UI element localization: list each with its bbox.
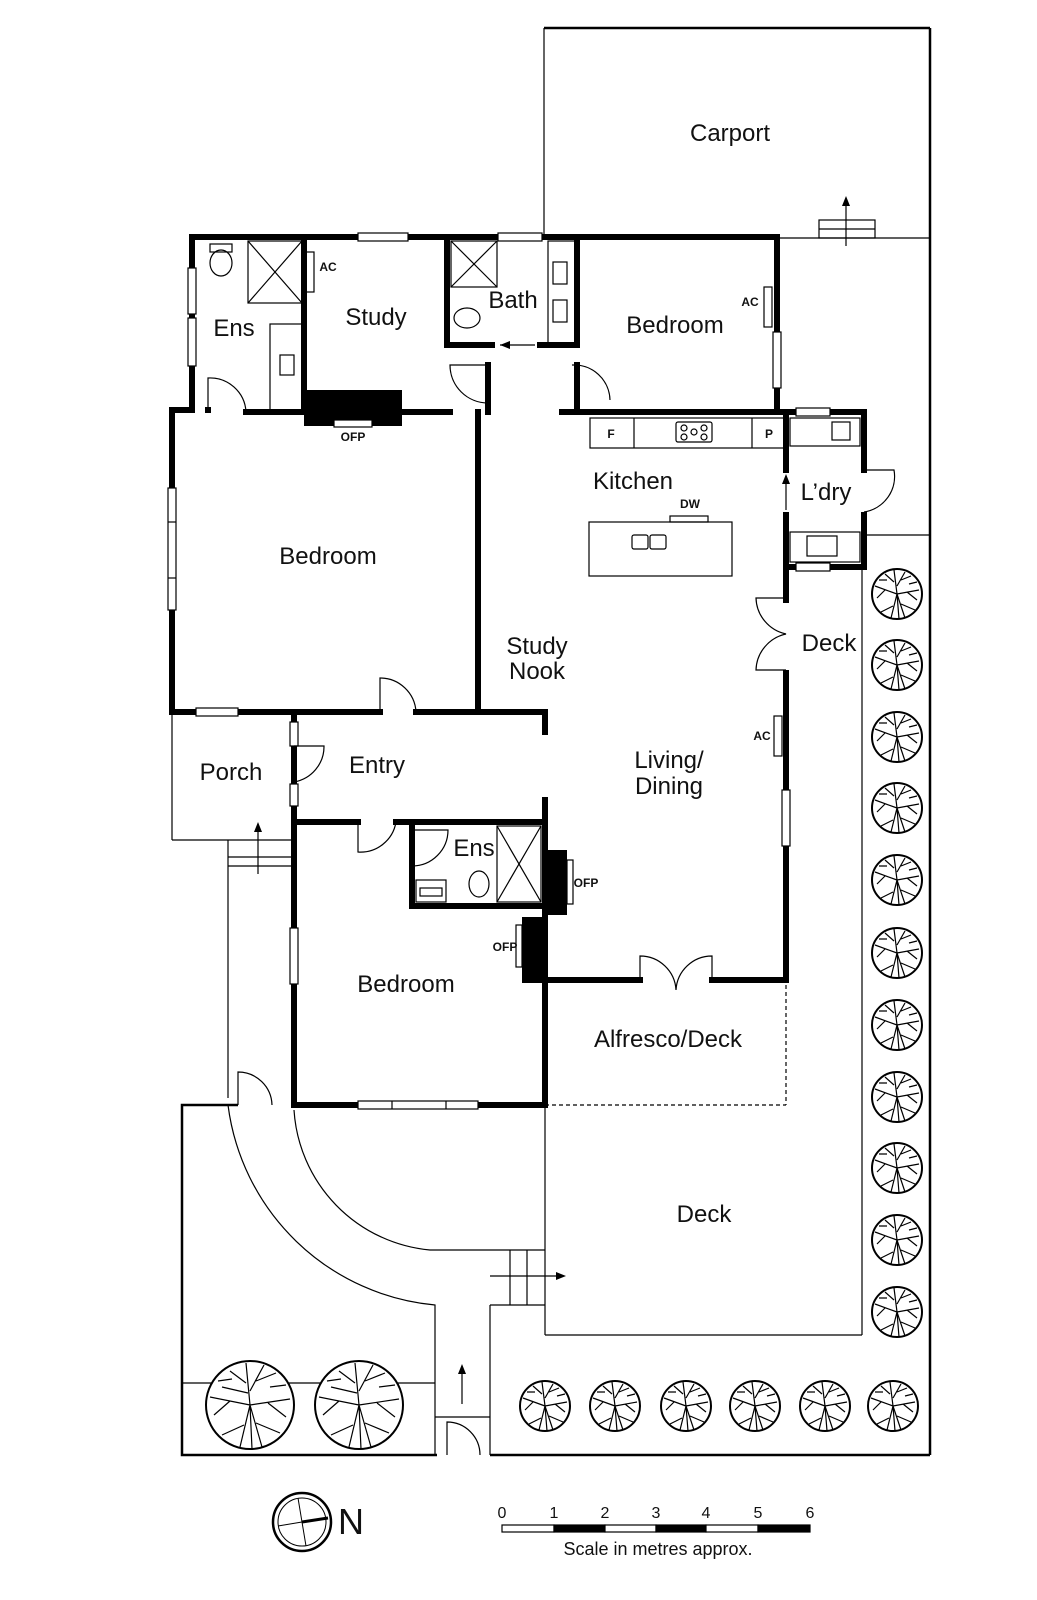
tree-icon [314,1360,404,1450]
label-porch: Porch [200,759,263,786]
landscaping-trees [205,568,923,1450]
bath-vanity [547,240,577,346]
scale-tick-0: 0 [498,1505,507,1522]
tree-icon [589,1380,641,1432]
tree-icon [871,854,923,906]
label-study-nook-2: Nook [509,658,566,685]
ac-unit [305,251,315,293]
tree-icon [871,639,923,691]
tree-icon [205,1360,295,1450]
label-ensuite-top: Ens [213,315,254,342]
label-kitchen: Kitchen [593,468,673,495]
site-outlines [171,534,930,1457]
toilet-icon [209,249,233,277]
label-carport: Carport [690,120,770,147]
vanity [269,323,305,411]
tree-icon [799,1380,851,1432]
label-pantry: P [765,427,773,441]
shower-ensuite-bottom [496,825,542,903]
tree-icon [660,1380,712,1432]
label-laundry: L’dry [801,479,852,506]
kitchen-bench [589,417,786,449]
scale-tick-1: 1 [550,1505,559,1522]
fixture-labels: AC AC AC OFP OFP OFP F P DW [319,260,773,954]
label-ensuite-bottom: Ens [453,835,494,862]
scale-tick-4: 4 [702,1505,711,1522]
label-bedroom-bottom: Bedroom [357,971,454,998]
laundry-tub [806,535,838,557]
tree-icon [871,1071,923,1123]
compass: N [271,1491,364,1553]
label-ac-bedroom: AC [741,295,759,309]
tree-icon [871,1286,923,1338]
fixtures [209,240,861,903]
tree-icon [871,782,923,834]
tree-icon [871,999,923,1051]
scale-bar: 0 1 2 3 4 5 6 Scale in metres approx. [498,1505,815,1559]
tree-icon [729,1380,781,1432]
dishwasher [669,515,709,523]
label-ofp-main-bedroom: OFP [341,430,366,444]
label-living-1: Living/ [634,747,704,774]
label-entry: Entry [349,752,405,779]
label-fridge: F [607,427,614,441]
label-bedroom-main: Bedroom [279,543,376,570]
tree-icon [871,1214,923,1266]
label-deck-rear: Deck [677,1201,733,1228]
label-ac-study: AC [319,260,337,274]
ac-unit [773,715,783,757]
label-ofp-bottom-bedroom: OFP [493,940,518,954]
kitchen-island [588,521,733,577]
laundry-bench [789,417,861,447]
scale-tick-3: 3 [652,1505,661,1522]
shower-bath [450,240,498,288]
tree-icon [867,1380,919,1432]
room-labels: Carport Ens Study Bath Bedroom Kitchen L… [200,120,858,1228]
tree-icon [871,568,923,620]
scale-caption: Scale in metres approx. [563,1539,752,1559]
label-study: Study [345,304,406,331]
scale-tick-2: 2 [601,1505,610,1522]
label-living-2: Dining [635,773,703,800]
toilet-icon [468,870,490,898]
label-bedroom-top-right: Bedroom [626,312,723,339]
carport-area [543,26,932,1455]
toilet-icon [453,307,481,329]
windows [167,232,831,1110]
tree-icon [871,927,923,979]
label-bath: Bath [488,287,537,314]
basin [415,879,447,903]
label-ac-living: AC [753,729,771,743]
tree-icon [871,711,923,763]
north-label: N [338,1501,364,1542]
ac-unit [763,286,773,328]
tree-icon [871,1142,923,1194]
scale-tick-6: 6 [806,1505,815,1522]
label-dishwasher: DW [680,497,701,511]
label-ofp-living: OFP [574,876,599,890]
shower-ensuite-top [247,240,303,304]
label-deck-side: Deck [802,630,858,657]
label-alfresco: Alfresco/Deck [594,1026,743,1053]
label-study-nook-1: Study [506,633,567,660]
cooktop-icon [675,421,713,443]
doors [207,341,896,1456]
scale-tick-5: 5 [754,1505,763,1522]
tree-icon [519,1380,571,1432]
